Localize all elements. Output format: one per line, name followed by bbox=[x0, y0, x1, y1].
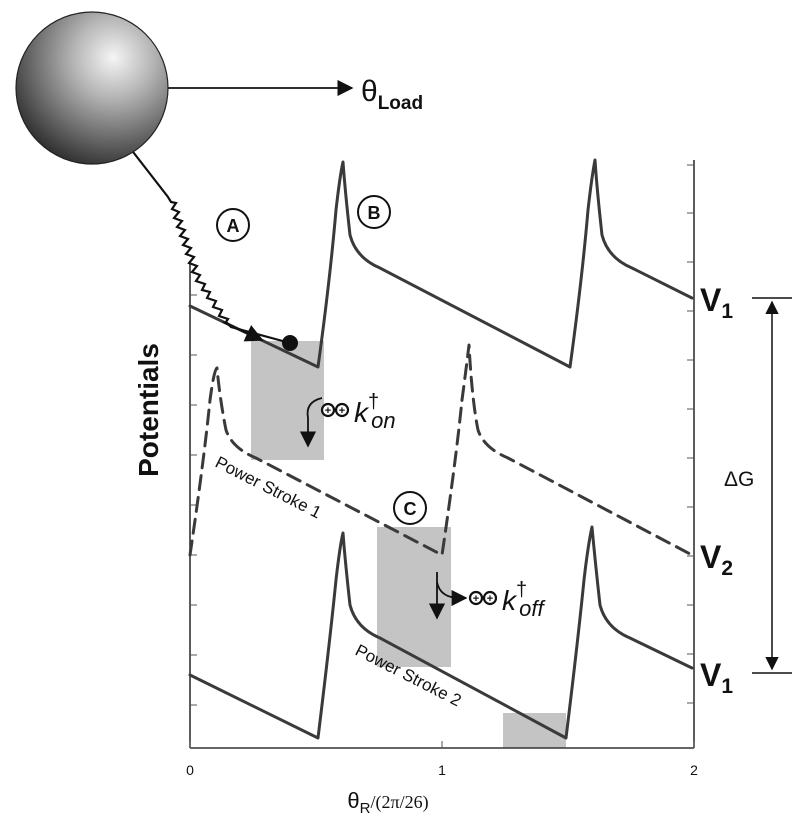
k-off-dagger: † bbox=[516, 579, 527, 601]
v1-top-sub: 1 bbox=[721, 300, 733, 323]
x-axis-label: θR/(2π/26) bbox=[347, 788, 428, 817]
shaded-regions bbox=[251, 341, 566, 748]
k-on-ion-2-plus: + bbox=[339, 405, 345, 417]
k-off-side-arrow bbox=[436, 581, 468, 607]
v1-top-label: V1 bbox=[700, 282, 733, 323]
v2-main: V bbox=[700, 539, 722, 575]
marker-b-circle bbox=[357, 195, 391, 229]
k-off-ion-2 bbox=[482, 590, 498, 606]
load-label: θLoad bbox=[361, 75, 423, 114]
k-on-k: k bbox=[354, 397, 370, 428]
k-on-curved-arrow bbox=[299, 397, 323, 448]
marker-circles bbox=[216, 195, 427, 525]
marker-c-label: C bbox=[404, 499, 417, 519]
shade-region-1 bbox=[251, 341, 324, 460]
v2-label: V2 bbox=[700, 539, 733, 580]
v1-bottom-label: V1 bbox=[700, 657, 733, 698]
x-tick-label-0: 0 bbox=[186, 762, 194, 778]
left-axis-ticks bbox=[190, 294, 197, 706]
top-potential-curve bbox=[188, 158, 694, 369]
v1-bottom-main: V bbox=[700, 657, 722, 693]
k-off-k: k bbox=[502, 585, 518, 616]
load-sphere bbox=[15, 11, 169, 165]
marker-b-label: B bbox=[368, 203, 381, 223]
entry-arrow bbox=[222, 321, 264, 342]
marker-a-label: A bbox=[227, 216, 240, 236]
middle-potential-curve-dashed bbox=[188, 343, 694, 557]
tether-line bbox=[129, 147, 291, 345]
k-off-ion-1 bbox=[468, 590, 484, 606]
bottom-potential-curve bbox=[188, 525, 694, 740]
marker-a-circle bbox=[216, 208, 250, 242]
load-assembly bbox=[15, 11, 354, 351]
k-off-ion-1-plus: + bbox=[473, 593, 479, 605]
k-on-transition: + + bbox=[299, 397, 350, 448]
k-off-transition: + + bbox=[428, 572, 498, 620]
v1-bottom-sub: 1 bbox=[721, 675, 733, 698]
k-on-ion-1-plus: + bbox=[325, 405, 331, 417]
v1-top-main: V bbox=[700, 282, 722, 318]
tether-bead bbox=[282, 335, 298, 351]
v2-sub: 2 bbox=[721, 557, 733, 580]
k-off-ion-2-plus: + bbox=[487, 593, 493, 605]
x-axis-sub: R bbox=[360, 800, 371, 817]
bottom-axis-ticks bbox=[189, 741, 695, 748]
k-on-ion-1 bbox=[320, 402, 336, 418]
x-tick-label-1: 1 bbox=[438, 762, 446, 778]
k-off-sub: off bbox=[519, 596, 546, 621]
x-axis-theta: θ bbox=[347, 788, 359, 813]
x-tick-label-2: 2 bbox=[690, 762, 698, 778]
y-axis-label: Potentials bbox=[133, 343, 164, 477]
potential-curves bbox=[188, 158, 694, 740]
marker-c-circle bbox=[393, 491, 427, 525]
load-sub: Load bbox=[378, 93, 423, 114]
k-on-sub: on bbox=[371, 408, 395, 433]
k-on-label: k†on bbox=[354, 391, 396, 433]
level-guides bbox=[752, 297, 792, 674]
shade-region-2 bbox=[377, 527, 451, 667]
right-axis-ticks bbox=[687, 164, 694, 704]
k-on-ion-2 bbox=[334, 402, 350, 418]
load-theta: θ bbox=[361, 75, 378, 108]
delta-g-label: ΔG bbox=[724, 468, 754, 491]
k-off-label: k†off bbox=[502, 579, 546, 621]
k-on-dagger: † bbox=[368, 391, 379, 413]
x-axis-tail: /(2π/26) bbox=[371, 792, 429, 813]
shade-region-3 bbox=[503, 713, 566, 748]
